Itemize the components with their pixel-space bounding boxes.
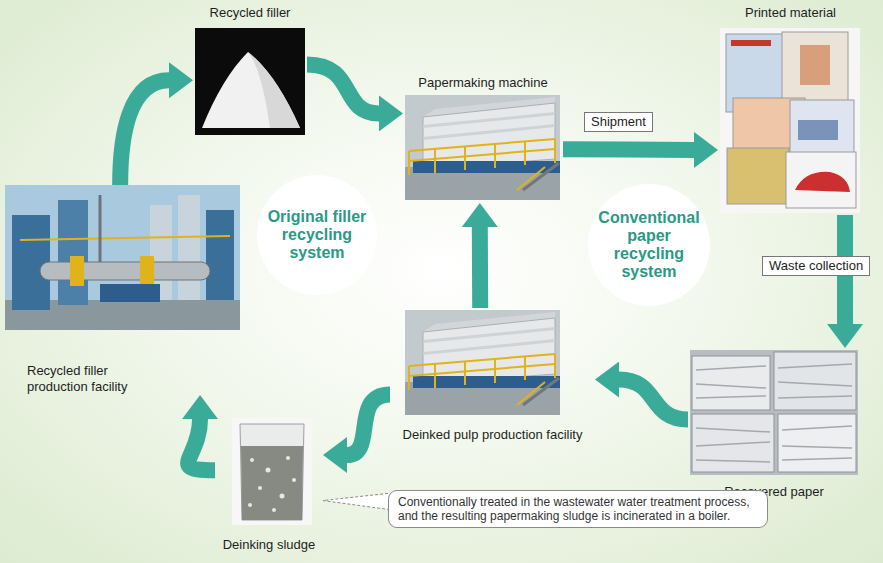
photo-detail (286, 456, 290, 460)
photo-detail (778, 414, 856, 472)
photo-detail (292, 478, 296, 482)
photo-detail (140, 256, 154, 286)
filler-facility-photo (5, 185, 240, 330)
photo-detail (12, 215, 50, 310)
photo-detail (99, 195, 102, 262)
sludge-beaker-photo (232, 418, 312, 525)
flow-arrow (347, 394, 390, 455)
circle-shape (588, 184, 710, 306)
photo-label: Printed material (718, 5, 863, 21)
flow-arrow (120, 80, 169, 185)
circle-text-holder: Conventional paper recycling system (587, 183, 711, 307)
photo-detail (232, 418, 312, 525)
photo-detail (58, 200, 88, 305)
photo-detail (690, 350, 858, 475)
printed-material-photo (720, 28, 860, 213)
photo-node: Deinking sludge (215, 415, 323, 553)
photo-detail (266, 468, 271, 473)
circle-text-holder: Original filler recycling system (256, 174, 378, 296)
photo-detail (70, 256, 84, 286)
photo-detail (692, 356, 770, 410)
photo-detail (405, 95, 560, 200)
photo-detail (248, 52, 300, 128)
callout-tail (323, 493, 388, 509)
photo-label: Papermaking machine (403, 75, 563, 91)
edge-label: Shipment (584, 112, 653, 132)
callout-text: Conventionally treated in the wastewater… (398, 495, 758, 523)
photo-detail (727, 148, 789, 204)
photo-node: Printed material (718, 5, 863, 215)
recovered-paper-photo (690, 350, 858, 475)
photo-detail (5, 185, 240, 330)
flow-arrow (307, 64, 379, 113)
system-circle: Original filler recycling system (256, 174, 378, 296)
photo-detail (798, 120, 838, 140)
photo-node: Recycled filler production facility (5, 185, 240, 395)
photo-detail (240, 424, 304, 520)
photo-detail (206, 210, 234, 300)
filler-powder-photo (195, 28, 305, 135)
photo-detail (202, 52, 300, 128)
edge-label: Waste collection (762, 256, 870, 276)
circle-shape (257, 175, 377, 295)
photo-node: Papermaking machine (403, 75, 563, 203)
callout-note: Conventionally treated in the wastewater… (388, 490, 768, 528)
photo-detail (195, 28, 305, 135)
photo-detail (795, 172, 850, 192)
photo-detail (774, 352, 856, 410)
system-title: Conventional paper recycling system (593, 209, 705, 281)
photo-detail (258, 486, 262, 490)
photo-node: Deinked pulp production facility (390, 308, 595, 443)
photo-detail (696, 364, 852, 462)
deinked-pulp-facility-photo (405, 310, 560, 415)
photo-detail (790, 100, 854, 158)
papermaking-machine-photo (405, 95, 560, 200)
photo-detail (405, 310, 560, 415)
flow-arrow (619, 380, 688, 420)
photo-label: Deinked pulp production facility (390, 427, 595, 443)
photo-detail (731, 40, 771, 46)
photo-detail (782, 32, 848, 104)
photo-label: Recycled filler (193, 5, 307, 21)
system-circle: Conventional paper recycling system (587, 183, 711, 307)
photo-node: Recycled filler (193, 5, 307, 137)
flow-arrow (188, 419, 215, 470)
photo-label: Recycled filler production facility (27, 363, 152, 395)
photo-detail (800, 45, 830, 85)
flow-arrow (472, 227, 488, 308)
photo-detail (178, 195, 200, 300)
photo-detail (720, 28, 860, 213)
photo-detail (280, 494, 285, 499)
photo-detail (241, 446, 303, 520)
photo-node: Recovered paper (688, 348, 860, 500)
photo-detail (40, 262, 210, 280)
flow-arrow (563, 141, 694, 158)
photo-detail (272, 508, 276, 512)
system-title: Original filler recycling system (262, 208, 372, 262)
photo-detail (248, 503, 252, 507)
photo-detail (100, 284, 160, 302)
photo-detail (250, 458, 254, 462)
photo-label: Deinking sludge (215, 537, 323, 553)
photo-detail (20, 236, 230, 240)
photo-detail (786, 152, 856, 208)
